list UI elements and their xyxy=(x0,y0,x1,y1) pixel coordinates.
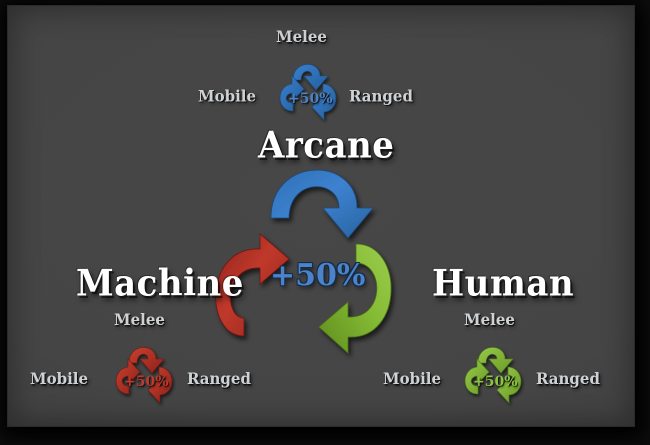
machine-sub-label-mobile: Mobile xyxy=(30,369,89,389)
main-arrow-layer xyxy=(215,169,392,354)
human-sub-label-mobile: Mobile xyxy=(383,369,442,389)
human-sub-cycle-bonus: +50% xyxy=(473,374,518,390)
faction-name-arcane: Arcane xyxy=(258,124,395,168)
diagram-panel: +50% Arcane Machine Human Melee Mobile R… xyxy=(8,6,634,426)
arcane-sub-cycle-arrows xyxy=(279,64,337,121)
arrow-human-to-machine xyxy=(318,243,392,354)
human-sub-label-melee: Melee xyxy=(464,310,515,330)
human-sub-label-ranged: Ranged xyxy=(536,369,600,389)
arcane-sub-label-ranged: Ranged xyxy=(349,86,413,106)
arrow-machine-to-arcane xyxy=(215,233,290,337)
arcane-sub-cycle-bonus: +50% xyxy=(288,91,333,107)
machine-sub-cycle-bonus: +50% xyxy=(124,374,169,390)
machine-sub-cycle-arrows xyxy=(115,347,173,404)
arrow-arcane-to-human xyxy=(270,169,374,239)
human-sub-cycle-arrows xyxy=(464,347,522,404)
arcane-sub-label-melee: Melee xyxy=(276,27,327,47)
arcane-sub-label-mobile: Mobile xyxy=(198,86,257,106)
faction-name-machine: Machine xyxy=(76,262,244,306)
machine-sub-label-melee: Melee xyxy=(114,310,165,330)
machine-sub-label-ranged: Ranged xyxy=(187,369,251,389)
center-bonus-label: +50% xyxy=(270,258,366,293)
faction-name-human: Human xyxy=(432,262,575,306)
